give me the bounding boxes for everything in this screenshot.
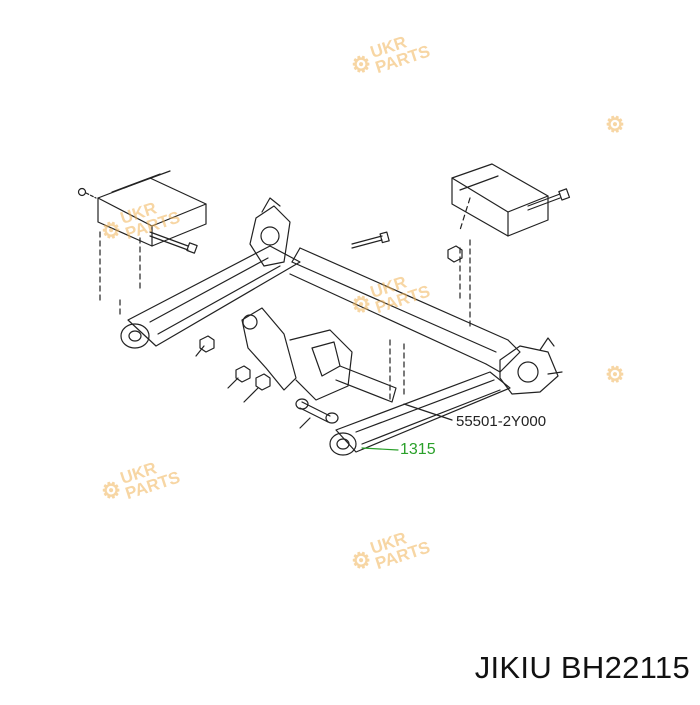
bolt-top-left bbox=[77, 187, 97, 199]
bolt-center bbox=[351, 231, 390, 249]
fastener-line-3 bbox=[243, 387, 259, 403]
right-trailing-arm bbox=[329, 371, 511, 456]
nut-right bbox=[447, 245, 463, 263]
right-knuckle bbox=[499, 337, 563, 395]
nut-3 bbox=[255, 373, 271, 391]
part-number-leader bbox=[403, 403, 453, 421]
fastener-line-2 bbox=[227, 377, 239, 389]
bolt-top-right bbox=[527, 188, 571, 211]
left-knuckle bbox=[249, 197, 291, 267]
nut-1 bbox=[199, 335, 215, 353]
product-caption: JIKIU BH22115 bbox=[474, 650, 690, 685]
fastener-line-4 bbox=[299, 417, 311, 429]
fastener-line-1 bbox=[195, 345, 205, 357]
cross-beam bbox=[289, 247, 521, 373]
bolt-long-left bbox=[149, 231, 198, 254]
nut-2 bbox=[235, 365, 251, 383]
left-trailing-arm bbox=[120, 245, 301, 349]
lower-link bbox=[295, 398, 339, 424]
differential-mount bbox=[241, 307, 397, 403]
part-number-label: 55501-2Y000 bbox=[456, 413, 547, 430]
reference-number-label: 1315 bbox=[400, 441, 436, 458]
reference-number-leader bbox=[361, 447, 399, 451]
right-body-bracket bbox=[451, 163, 549, 331]
left-body-bracket bbox=[97, 170, 207, 301]
